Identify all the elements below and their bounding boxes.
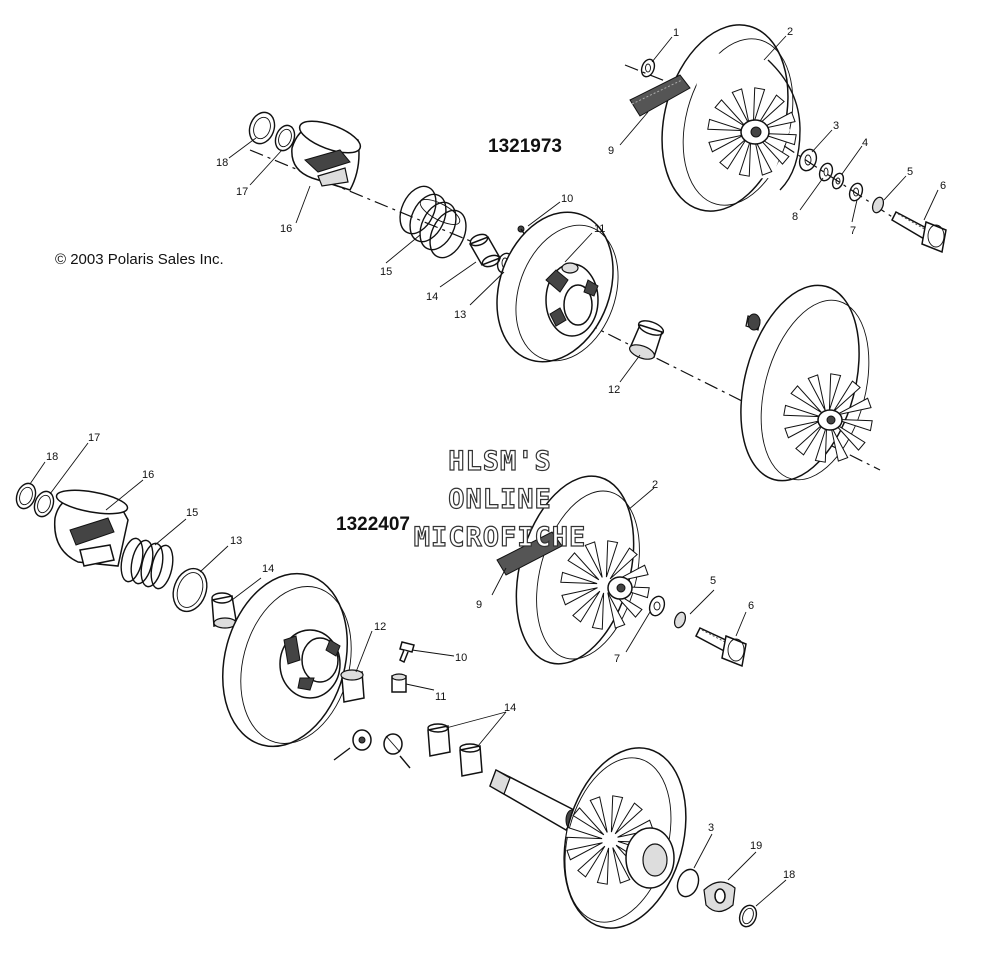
callout-label: 6 bbox=[748, 600, 754, 612]
lower-part-number: 1322407 bbox=[336, 514, 410, 535]
callout-label: 2 bbox=[787, 26, 793, 38]
callout-label: 4 bbox=[862, 137, 868, 149]
upper-cam-helix bbox=[291, 120, 362, 191]
callout-label: 13 bbox=[454, 309, 466, 321]
callout-label: 9 bbox=[476, 599, 482, 611]
callout-label: 5 bbox=[710, 575, 716, 587]
lower-assembly bbox=[15, 475, 758, 929]
watermark-line-2: ONLINE bbox=[448, 484, 552, 515]
upper-fixed-sheave-bottom bbox=[740, 284, 873, 482]
callout-label: 11 bbox=[435, 691, 446, 703]
upper-washer-4 bbox=[831, 172, 845, 190]
lower-shaft bbox=[489, 768, 580, 832]
lower-washer-17 bbox=[33, 490, 55, 518]
watermark: HLSM'S ONLINE MICROFICHE bbox=[413, 445, 587, 553]
callout-label: 14 bbox=[504, 702, 516, 714]
lower-washer-7 bbox=[648, 595, 666, 617]
lower-bushing-14 bbox=[211, 592, 237, 629]
upper-assembly bbox=[248, 24, 947, 482]
callout-label: 13 bbox=[230, 535, 242, 547]
lower-callouts: 2 3 5 6 7 9 10 11 12 13 14 14 15 16 17 1… bbox=[46, 432, 795, 881]
callout-label: 7 bbox=[614, 653, 620, 665]
callout-label: 18 bbox=[783, 869, 795, 881]
upper-washer-3 bbox=[798, 148, 818, 172]
upper-lockwasher-5 bbox=[871, 196, 885, 214]
watermark-line-3: MICROFICHE bbox=[414, 522, 587, 553]
callout-label: 18 bbox=[46, 451, 58, 463]
lower-washer-3 bbox=[676, 868, 700, 898]
callout-label: 6 bbox=[940, 180, 946, 192]
upper-washer-1 bbox=[640, 58, 656, 78]
watermark-line-1: HLSM'S bbox=[448, 446, 552, 477]
upper-slider-pads bbox=[629, 74, 691, 117]
callout-label: 10 bbox=[561, 193, 573, 205]
lower-ring-13 bbox=[172, 567, 208, 613]
callout-label: 15 bbox=[380, 266, 392, 278]
callout-label: 10 bbox=[455, 652, 467, 664]
upper-fixed-sheave-top bbox=[661, 24, 801, 212]
lower-spring bbox=[120, 537, 174, 590]
callout-label: 1 bbox=[673, 27, 679, 39]
lower-bushing-12 bbox=[340, 669, 365, 703]
callout-label: 5 bbox=[907, 166, 913, 178]
upper-callouts: 1 2 3 4 5 6 7 8 9 10 11 12 13 14 15 16 1… bbox=[216, 26, 946, 396]
upper-part-number: 1321973 bbox=[488, 136, 562, 157]
upper-washer-7 bbox=[848, 182, 864, 202]
lower-snap-ring-18b bbox=[738, 904, 758, 928]
lower-lockwasher-5 bbox=[673, 611, 687, 629]
callout-label: 19 bbox=[750, 840, 762, 852]
lower-roller-11 bbox=[391, 673, 407, 693]
lower-fixed-sheave-middle bbox=[515, 475, 650, 665]
upper-movable-sheave bbox=[496, 211, 619, 363]
callout-label: 17 bbox=[236, 186, 248, 198]
lower-slider-pad bbox=[496, 531, 563, 576]
upper-spring bbox=[399, 185, 467, 259]
upper-snap-ring bbox=[248, 111, 276, 145]
callout-label: 8 bbox=[792, 211, 798, 223]
callout-label: 15 bbox=[186, 507, 198, 519]
callout-label: 14 bbox=[262, 563, 274, 575]
callout-leaders bbox=[29, 35, 939, 907]
upper-washer-17 bbox=[274, 124, 296, 152]
callout-label: 17 bbox=[88, 432, 100, 444]
callout-label: 2 bbox=[652, 479, 658, 491]
lower-hardware-set bbox=[333, 729, 411, 769]
lower-bushings-14-pair bbox=[427, 723, 483, 777]
lower-lock-plate-19 bbox=[703, 881, 736, 913]
callout-label: 16 bbox=[142, 469, 154, 481]
callout-label: 11 bbox=[594, 223, 605, 235]
callout-label: 14 bbox=[426, 291, 438, 303]
upper-bolt-6 bbox=[891, 210, 947, 254]
lower-bolt-6 bbox=[695, 627, 747, 668]
callout-label: 12 bbox=[608, 384, 620, 396]
lower-fixed-sheave-bottom bbox=[563, 747, 687, 929]
callout-label: 9 bbox=[608, 145, 614, 157]
callout-label: 18 bbox=[216, 157, 228, 169]
lower-screw-10 bbox=[399, 641, 415, 664]
callout-label: 3 bbox=[833, 120, 839, 132]
callout-label: 12 bbox=[374, 621, 386, 633]
lower-movable-sheave bbox=[221, 572, 352, 748]
lower-cam-helix bbox=[53, 489, 129, 567]
copyright-text: © 2003 Polaris Sales Inc. bbox=[55, 251, 224, 268]
callout-label: 3 bbox=[708, 822, 714, 834]
callout-label: 7 bbox=[850, 225, 856, 237]
upper-washer-8 bbox=[818, 162, 834, 182]
callout-label: 16 bbox=[280, 223, 292, 235]
upper-bushing-12 bbox=[628, 320, 665, 360]
